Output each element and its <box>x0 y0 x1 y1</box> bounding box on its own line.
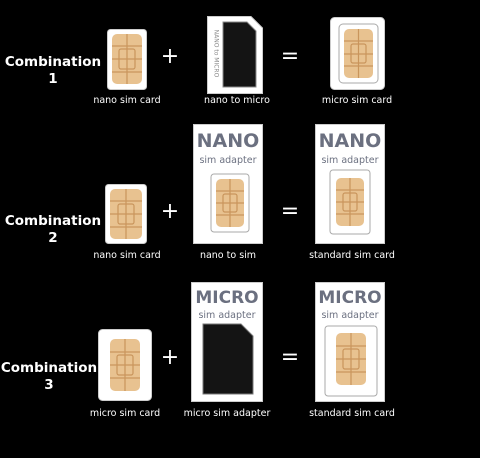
micro-sim-card-1 <box>330 17 385 90</box>
micro-sim-adapter <box>191 282 263 402</box>
micro-adapter-title: MICRO <box>195 288 259 308</box>
nano-sim-card-2 <box>105 184 147 244</box>
combination-2-label: Combination 2 <box>4 213 102 246</box>
combination-1-label: Combination 1 <box>4 54 102 87</box>
nano-to-micro-adapter <box>207 16 263 94</box>
sim-chip-icon <box>344 29 373 78</box>
sim-chip-icon <box>336 178 364 226</box>
plus-sign: + <box>160 44 180 69</box>
sim-chip-icon <box>112 34 142 84</box>
combination-3-label-line2: 3 <box>44 377 54 393</box>
nano-sim-adapter <box>193 124 263 244</box>
nano-adapter-title: NANO <box>196 130 260 152</box>
standard-card-3-title: MICRO <box>318 288 382 308</box>
plus-sign: + <box>160 345 180 370</box>
caption-standard-sim-card-2: standard sim card <box>309 250 395 261</box>
plus-sign: + <box>160 199 180 224</box>
combination-3-label: Combination 3 <box>0 360 98 394</box>
sim-chip-icon <box>110 189 142 239</box>
sim-chip-icon <box>336 333 366 385</box>
standard-card-3-subtitle: sim adapter <box>321 310 379 321</box>
nano-sim-card-1 <box>107 29 147 90</box>
caption-micro-sim-adapter: micro sim adapter <box>183 408 271 419</box>
standard-card-2-title: NANO <box>318 130 382 152</box>
standard-sim-card-2 <box>315 124 385 244</box>
sim-chip-icon <box>110 339 140 391</box>
micro-adapter-subtitle: sim adapter <box>198 310 256 321</box>
caption-nano-sim-card-2: nano sim card <box>93 250 161 261</box>
caption-nano-to-micro: nano to micro <box>204 95 270 106</box>
micro-sim-card-3 <box>98 329 152 401</box>
standard-sim-card-3 <box>315 282 385 402</box>
caption-standard-sim-card-3: standard sim card <box>309 408 395 419</box>
equals-sign: = <box>280 345 300 370</box>
caption-micro-sim-card-3: micro sim card <box>89 408 161 419</box>
nano-adapter-subtitle: sim adapter <box>199 155 257 166</box>
caption-nano-sim-card-1: nano sim card <box>93 95 161 106</box>
equals-sign: = <box>280 44 300 69</box>
equals-sign: = <box>280 199 300 224</box>
combination-3-label-line1: Combination <box>0 360 98 376</box>
caption-nano-to-sim: nano to sim <box>199 250 257 261</box>
standard-card-2-subtitle: sim adapter <box>321 155 379 166</box>
caption-micro-sim-card-1: micro sim card <box>321 95 393 106</box>
nano-to-micro-adapter-text: NANO to MICRO <box>212 29 220 78</box>
sim-chip-icon <box>216 179 244 227</box>
